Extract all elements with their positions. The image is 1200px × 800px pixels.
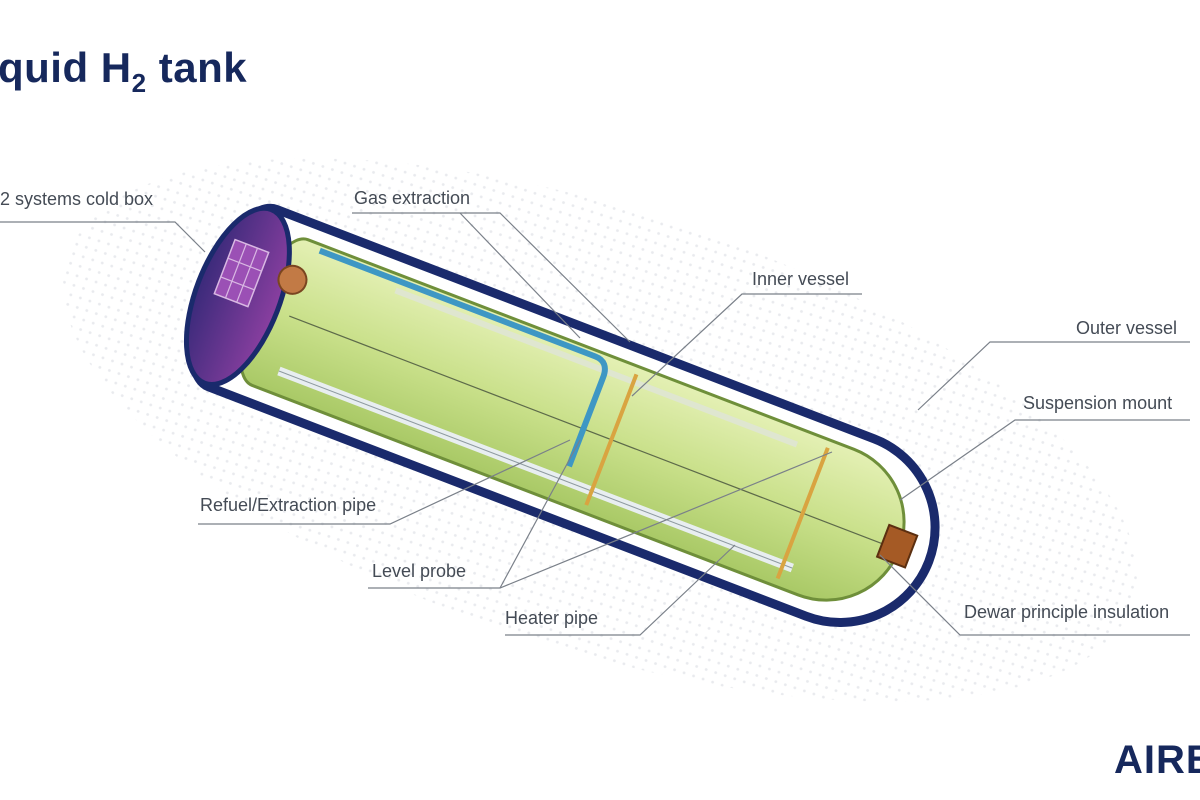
cold-box-fitting	[277, 264, 308, 295]
label-level-probe: Level probe	[372, 561, 467, 581]
leader-suspension-mount	[899, 419, 1190, 501]
leader-heater-pipe	[505, 544, 736, 636]
refuel-extraction-pipe	[318, 247, 608, 468]
leader-dewar-insulation	[879, 554, 1190, 636]
leader-level-probe-2	[499, 439, 581, 589]
label-heater-pipe: Heater pipe	[505, 608, 599, 628]
title-suffix: tank	[146, 44, 248, 91]
cold-box-grid-line	[227, 257, 262, 272]
cold-box-grid	[213, 238, 270, 308]
leader-gas-extraction-2	[459, 212, 581, 339]
label-inner-vessel: Inner vessel	[752, 269, 850, 289]
heater-pipe-edge	[278, 370, 793, 569]
level-probe-rod-rear	[775, 447, 830, 580]
label-suspension-mount: Suspension mount	[1023, 393, 1173, 413]
gas-extraction-rail	[394, 287, 799, 448]
cold-box-grid-line	[220, 276, 255, 291]
level-probe-rod	[584, 373, 639, 506]
label-dewar-insulation: Dewar principle insulation	[964, 602, 1170, 622]
tank-body	[183, 203, 940, 627]
leader-refuel-pipe	[198, 439, 571, 525]
label-outer-vessel: Outer vessel	[1076, 318, 1178, 338]
leader-gas-extraction	[352, 212, 631, 343]
airbus-logo: AIRB	[1114, 738, 1200, 782]
title-subscript: 2	[131, 68, 147, 98]
inner-vessel-centerline	[289, 315, 887, 546]
title-prefix: quid H	[0, 44, 132, 91]
label-cold-box: 2 systems cold box	[0, 189, 154, 209]
label-refuel-pipe: Refuel/Extraction pipe	[200, 495, 377, 515]
leader-cold-box	[0, 221, 206, 253]
leader-inner-vessel	[631, 293, 862, 397]
diagram-title: quid H2 tank	[0, 44, 247, 99]
cold-box-grid-line	[224, 243, 247, 299]
label-gas-extraction: Gas extraction	[354, 188, 471, 208]
cold-box-grid-line	[236, 247, 259, 303]
leader-outer-vessel	[917, 341, 1190, 411]
suspension-mount-block	[875, 523, 919, 569]
leader-lines	[0, 212, 1190, 636]
